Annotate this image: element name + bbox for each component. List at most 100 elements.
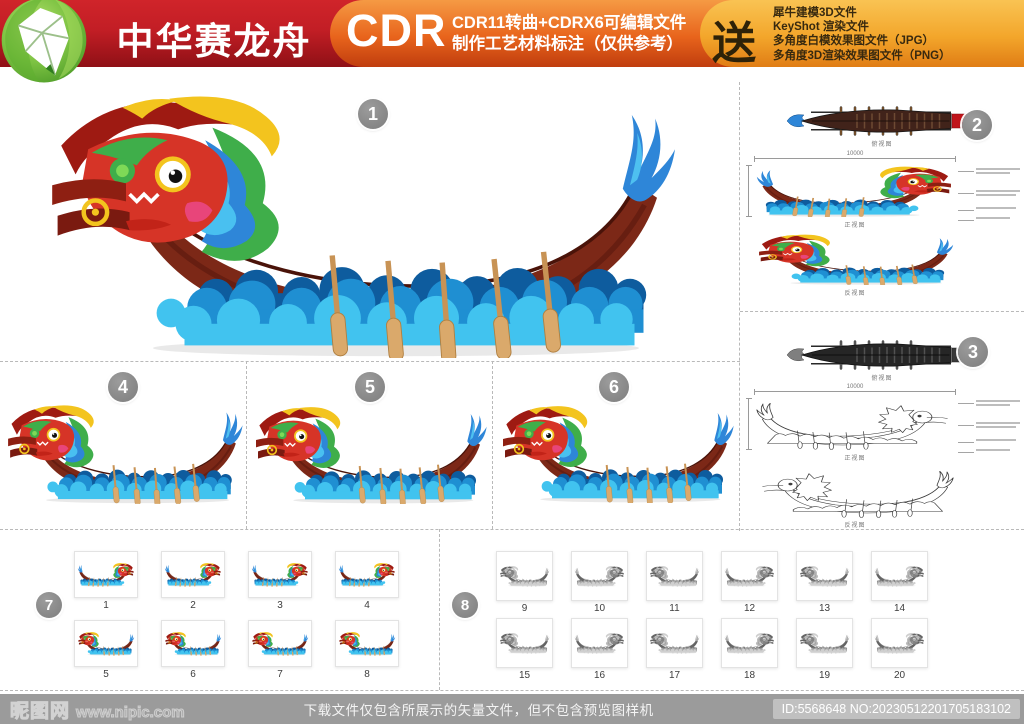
- dimension-line: [746, 398, 752, 450]
- annotation: [958, 190, 1020, 198]
- file-id-badge: ID:5568648 NO:20230512201705183102: [772, 699, 1020, 719]
- thumbnail-label: 6: [190, 669, 196, 680]
- site-url: www.nipic.com: [76, 703, 186, 721]
- thumbnail-label: 14: [893, 603, 906, 614]
- tech-side-view-colored: [754, 165, 956, 217]
- gift-item-list: 犀牛建模3D文件 KeyShot 渲染文件 多角度白模效果图文件（JPG） 多角…: [773, 6, 951, 63]
- thumbnail-19: 19: [796, 618, 853, 682]
- header-yellow-panel: [700, 0, 1024, 67]
- thumbnail-label: 13: [818, 603, 831, 614]
- divider: [0, 529, 1024, 530]
- annotation: [958, 439, 1016, 443]
- section-badge-7: 7: [36, 592, 62, 618]
- format-badge: CDR: [346, 5, 447, 56]
- thumbnail-image: [871, 618, 928, 668]
- thumbnail-9: 9: [496, 551, 553, 615]
- thumbnail-label: 19: [818, 670, 831, 681]
- thumbnail-label: 3: [277, 600, 283, 611]
- view-caption: 正视图: [844, 456, 866, 462]
- divider: [740, 311, 1024, 312]
- thumbnail-image: [496, 551, 553, 601]
- boat-render-angle-4: [2, 398, 246, 508]
- thumbnail-image: [74, 620, 138, 667]
- thumbnail-label: 2: [190, 600, 196, 611]
- section-badge-5: 5: [355, 372, 385, 402]
- thumbnail-1: 1: [74, 551, 138, 612]
- format-line-1: CDR11转曲+CDRX6可编辑文件: [452, 14, 687, 32]
- thumbnail-image: [871, 551, 928, 601]
- divider: [439, 529, 440, 690]
- thumbnail-11: 11: [646, 551, 703, 615]
- annotation: [958, 168, 1020, 176]
- boat-render-angle-6: [497, 398, 737, 508]
- coreldraw-balloon-logo: [0, 0, 90, 88]
- divider: [739, 82, 740, 531]
- page-title: 中华赛龙舟: [116, 21, 312, 62]
- tech-side-view-line-mirror: [754, 466, 956, 518]
- thumbnail-label: 15: [518, 670, 531, 681]
- thumbnail-5: 5: [74, 620, 138, 681]
- view-caption: 俯视图: [871, 376, 893, 382]
- section-badge-1: 1: [358, 99, 388, 129]
- annotation: [958, 400, 1020, 408]
- thumbnail-image: [796, 551, 853, 601]
- tech-side-view-line: [754, 398, 956, 450]
- thumbnail-18: 18: [721, 618, 778, 682]
- thumbnail-image: [646, 551, 703, 601]
- main-dragon-boat-render: [30, 88, 690, 358]
- thumbnail-image: [721, 551, 778, 601]
- thumbnail-14: 14: [871, 551, 928, 615]
- tech-top-view-line: [782, 340, 982, 370]
- thumbnail-16: 16: [571, 618, 628, 682]
- thumbnail-image: [74, 551, 138, 598]
- thumbnail-label: 11: [669, 603, 680, 614]
- thumbnail-label: 12: [743, 603, 756, 614]
- thumbnail-image: [335, 620, 399, 667]
- gift-item: KeyShot 渲染文件: [773, 21, 869, 34]
- thumbnail-image: [496, 618, 553, 668]
- thumbnail-12: 12: [721, 551, 778, 615]
- thumbnail-label: 17: [668, 670, 681, 681]
- thumbnail-label: 8: [364, 669, 370, 680]
- thumbnail-image: [248, 551, 312, 598]
- view-caption: 俯视图: [871, 142, 893, 148]
- section-badge-8: 8: [452, 592, 478, 618]
- thumbnail-20: 20: [871, 618, 928, 682]
- section-badge-3: 3: [958, 337, 988, 367]
- annotation: [958, 217, 1010, 221]
- site-name: 昵图网: [9, 700, 71, 722]
- divider: [246, 361, 247, 529]
- dimension-label: 10000: [846, 151, 864, 157]
- thumbnail-15: 15: [496, 618, 553, 682]
- thumbnail-image: [646, 618, 703, 668]
- gift-badge: 送: [712, 19, 756, 68]
- gift-item: 犀牛建模3D文件: [773, 7, 857, 19]
- thumbnail-13: 13: [796, 551, 853, 615]
- thumbnail-image: [571, 618, 628, 668]
- gift-item: 多角度白模效果图文件（JPG）: [773, 35, 935, 48]
- tech-top-view-colored: [782, 106, 982, 136]
- download-notice: 下载文件仅包含所展示的矢量文件，但不包含预览图样机: [303, 703, 654, 718]
- divider: [0, 690, 1024, 691]
- format-line-2: 制作工艺材料标注（仅供参考）: [452, 35, 683, 53]
- dimension-label: 10000: [846, 384, 864, 390]
- section-badge-6: 6: [599, 372, 629, 402]
- thumbnail-3: 3: [248, 551, 312, 612]
- thumbnail-label: 18: [743, 670, 756, 681]
- dimension-line: 10000: [754, 384, 956, 395]
- thumbnail-6: 6: [161, 620, 225, 681]
- thumbnail-image: [571, 551, 628, 601]
- thumbnail-label: 20: [893, 670, 906, 681]
- thumbnail-image: [161, 551, 225, 598]
- view-caption: 反视图: [844, 523, 866, 529]
- footer-bar: 昵图网 www.nipic.com 下载文件仅包含所展示的矢量文件，但不包含预览…: [0, 694, 1024, 724]
- divider: [0, 361, 740, 362]
- thumbnail-image: [796, 618, 853, 668]
- thumbnail-image: [161, 620, 225, 667]
- view-caption: 正视图: [844, 223, 866, 229]
- thumbnail-image: [721, 618, 778, 668]
- thumbnail-image: [335, 551, 399, 598]
